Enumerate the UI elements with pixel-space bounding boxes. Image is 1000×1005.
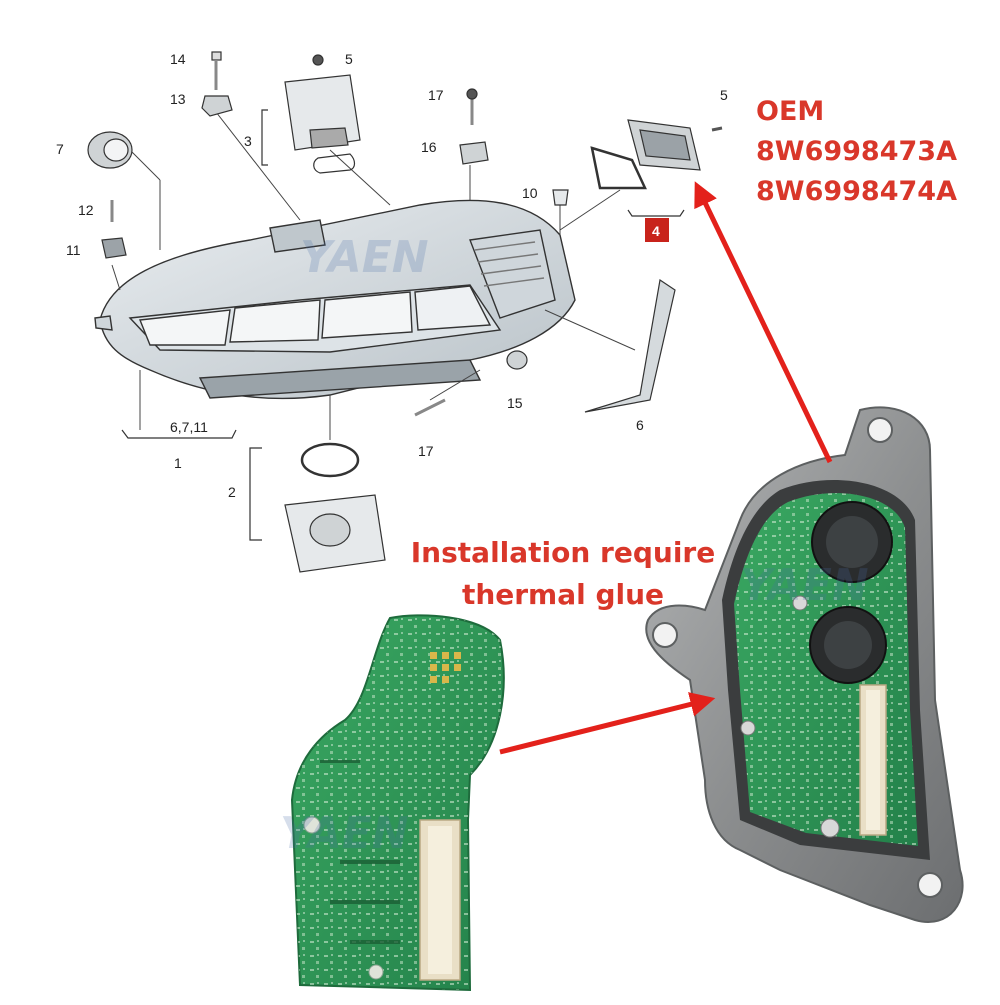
callout-12: 12 xyxy=(78,202,94,218)
housing-round-connectors xyxy=(809,501,893,684)
loose-pcb-board xyxy=(290,614,505,992)
oem-part-number-2: 8W6998474A xyxy=(756,176,957,207)
oem-label: OEM xyxy=(756,96,825,127)
callout-7: 7 xyxy=(56,141,64,157)
headlight-assembly xyxy=(94,199,576,400)
housing-pin-header xyxy=(859,684,887,836)
callout-4: 4 xyxy=(652,223,660,239)
callout-11: 11 xyxy=(66,242,81,258)
callout-6: 6 xyxy=(636,417,644,433)
part-icons xyxy=(87,51,723,573)
callout-1: 1 xyxy=(174,455,182,471)
watermarks: YAEN YAEN YAEN xyxy=(280,232,869,859)
callout-3: 3 xyxy=(244,133,252,149)
installation-note-line-2: thermal glue xyxy=(461,578,665,611)
watermark-pcb: YAEN xyxy=(280,808,409,859)
watermark-top: YAEN xyxy=(300,232,429,283)
arrow-to-part-4 xyxy=(694,181,833,464)
watermark-housing: YAEN xyxy=(740,560,869,611)
callout-5-top: 5 xyxy=(345,51,353,67)
leader-lines xyxy=(111,111,636,440)
oem-info: OEM 8W6998473A 8W6998474A xyxy=(756,92,957,212)
arrow-to-housing xyxy=(499,692,716,755)
pcb-led-pads xyxy=(430,652,461,683)
callout-group-6-7-11: 6,7,11 xyxy=(170,419,208,435)
installation-note: Installation require thermal glue xyxy=(398,532,728,616)
callout-13: 13 xyxy=(170,91,186,107)
callout-labels: 14 13 5 3 7 12 11 17 16 10 5 4 15 6 17 6… xyxy=(56,51,728,500)
installation-note-line-1: Installation require xyxy=(410,536,716,569)
callout-16: 16 xyxy=(421,139,437,155)
oem-part-number-1: 8W6998473A xyxy=(756,136,957,167)
callout-14: 14 xyxy=(170,51,186,67)
callout-5-right: 5 xyxy=(720,87,728,103)
callout-15: 15 xyxy=(507,395,523,411)
callout-10: 10 xyxy=(522,185,538,201)
pcb-connector-strip xyxy=(419,819,461,981)
callout-4-box xyxy=(645,218,669,242)
callout-17-top: 17 xyxy=(428,87,444,103)
callout-2: 2 xyxy=(228,484,236,500)
indicator-arrows xyxy=(499,181,833,755)
callout-17-bottom: 17 xyxy=(418,443,434,459)
control-unit-housing xyxy=(645,406,964,923)
